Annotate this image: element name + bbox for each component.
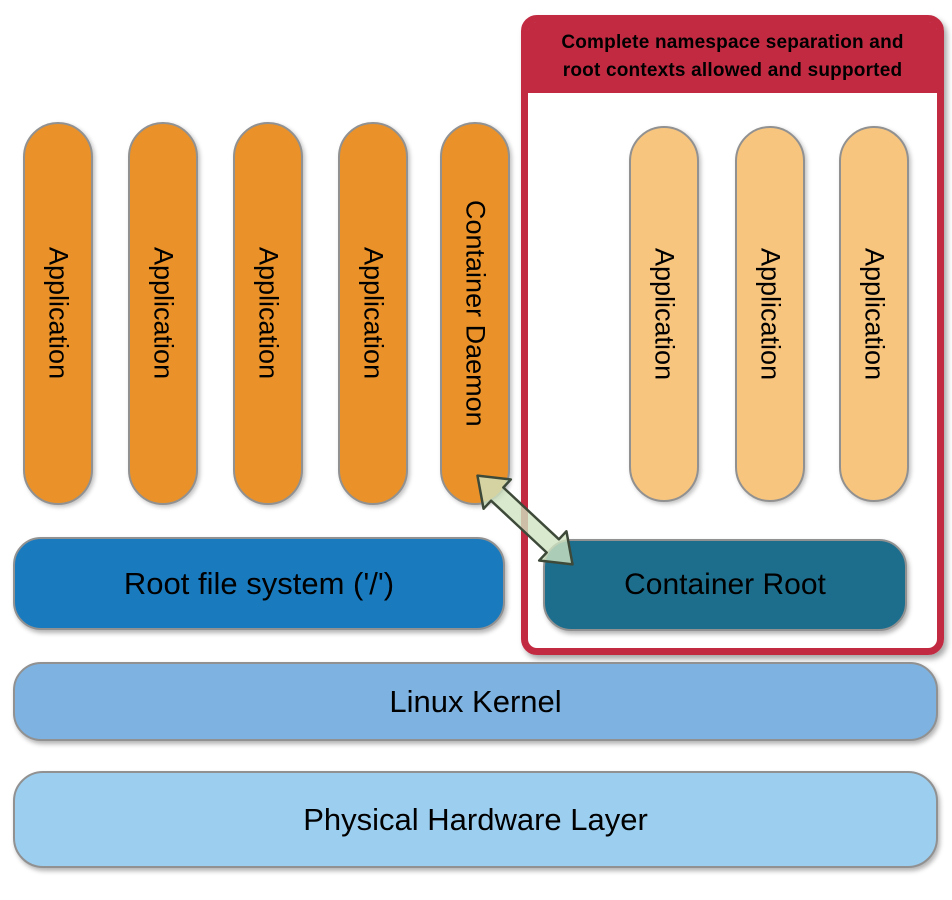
container-application-pill-3: Application	[839, 126, 909, 502]
pill-label: Application	[358, 247, 389, 380]
pill-label: Application	[755, 247, 786, 381]
host-application-pill-4: Application	[338, 122, 408, 505]
container-application-pill-1: Application	[629, 126, 699, 502]
layer-label: Linux Kernel	[389, 683, 562, 719]
callout-title-line-1: Complete namespace separation and	[561, 32, 904, 53]
pill-label: Application	[148, 247, 179, 380]
callout-header: Complete namespace separation and root c…	[528, 22, 937, 94]
physical-hardware-layer: Physical Hardware Layer	[13, 771, 938, 868]
namespace-callout-box: Complete namespace separation and root c…	[521, 15, 944, 655]
pill-label: Application	[649, 247, 680, 381]
pill-label: Application	[859, 247, 890, 381]
layer-label: Root file system ('/')	[123, 565, 395, 601]
container-root-layer: Container Root	[543, 539, 907, 631]
root-filesystem-layer: Root file system ('/')	[13, 537, 505, 630]
pill-label: Container Daemon	[460, 200, 491, 427]
pill-label: Application	[43, 247, 74, 380]
callout-title-line-2: root contexts allowed and supported	[562, 59, 903, 81]
host-application-pill-3: Application	[233, 122, 303, 505]
daemon-root-bidirectional-arrow-icon	[476, 474, 574, 566]
container-daemon-pill: Container Daemon	[440, 122, 510, 505]
host-application-pill-2: Application	[128, 122, 198, 505]
layer-label: Container Root	[624, 568, 826, 601]
host-application-pill-1: Application	[23, 122, 93, 505]
pill-label: Application	[253, 247, 284, 380]
container-application-pill-2: Application	[735, 126, 805, 502]
layer-label: Physical Hardware Layer	[303, 801, 648, 837]
linux-kernel-layer: Linux Kernel	[13, 662, 938, 741]
